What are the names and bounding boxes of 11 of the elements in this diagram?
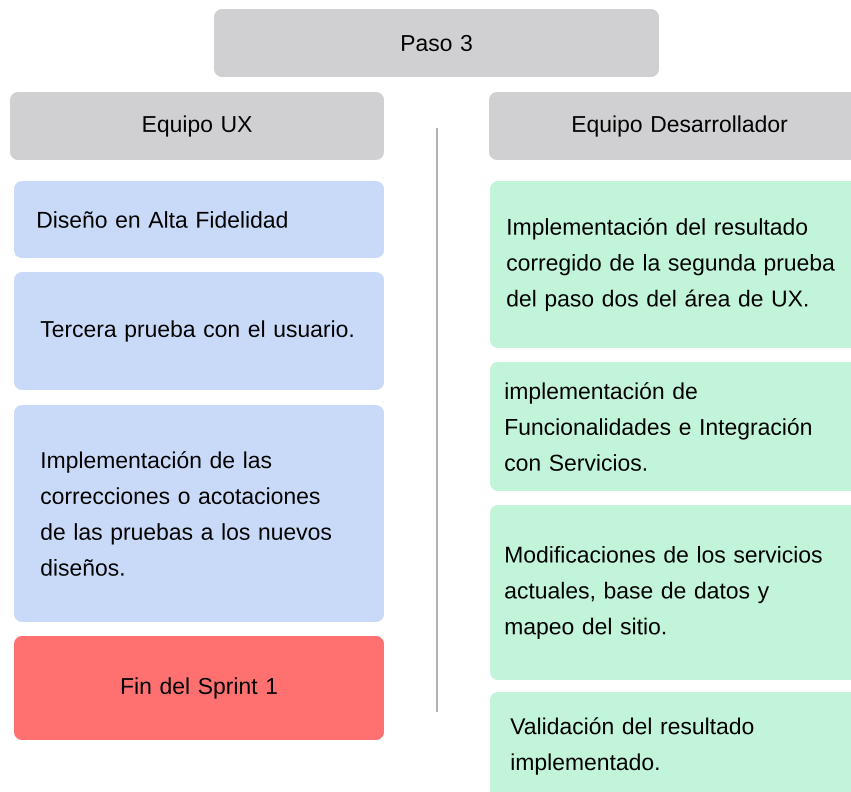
column-header: Equipo Desarrollador [489,92,851,160]
task-box: Tercera prueba con el usuario. [14,272,384,390]
task-box: implementación de Funcionalidades e Integración con Servicios. [490,362,851,491]
task-box: Diseño en Alta Fidelidad [14,181,384,258]
task-box: Validación del resultado implementado. [490,692,851,792]
task-box: Modificaciones de los servicios actuales, base de datos y mapeo del sitio. [490,505,851,680]
task-box: Implementación del resultado corregido de la segunda prueba del paso dos del área de UX. [490,181,851,348]
column-header: Equipo UX [10,92,384,160]
task-box: Implementación de las correcciones o acotaciones de las pruebas a los nuevos diseños. [14,405,384,622]
milestone-box: Fin del Sprint 1 [14,636,384,740]
heading-box: Paso 3 [214,9,659,77]
